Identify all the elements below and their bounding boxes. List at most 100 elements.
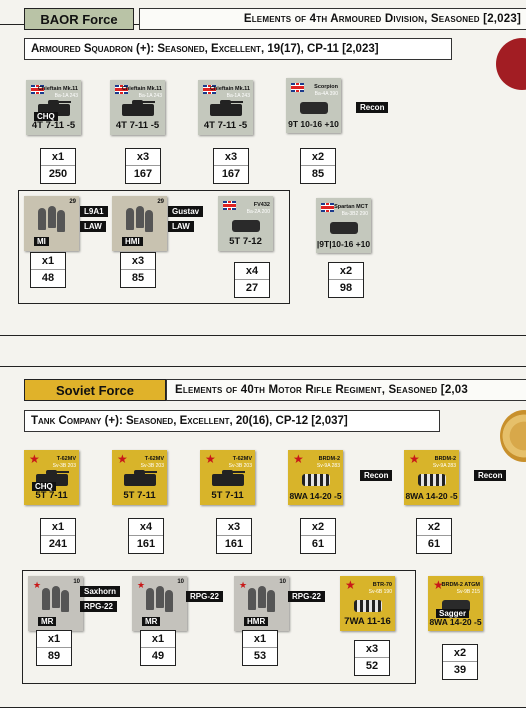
unit-points-box: x1 241 <box>40 518 76 554</box>
chieftain-counter-chq: Chieftain Mk.11 Ba-1A 243 CHQ 4T 7-11 -5 <box>26 80 81 135</box>
infantry-icon <box>122 204 156 232</box>
weapon-tag: Gustav <box>168 206 204 217</box>
unit-code: Sv-3B 203 <box>140 463 164 469</box>
unit-name: Scorpion <box>314 84 338 90</box>
infantry-icon <box>38 584 72 612</box>
unit-points: 89 <box>47 650 61 662</box>
unit-points: 98 <box>339 282 353 294</box>
unit-points-box: x2 39 <box>442 644 478 680</box>
unit-code: Ba-2A 200 <box>246 209 270 215</box>
unit-name: BRDM-2 <box>318 456 340 462</box>
unit-code: Ba-1A 243 <box>54 93 78 99</box>
unit-qty: x1 <box>41 149 75 166</box>
brdm2-counter: ★ BRDM-2 Sv-9A 283 8WA 14-20 -5 <box>404 450 459 505</box>
tank-icon <box>124 470 157 486</box>
unit-name: BRDM-2 <box>434 456 456 462</box>
unit-name: FV432 <box>253 202 270 208</box>
unit-points: 161 <box>224 538 244 550</box>
t62mv-counter-chq: ★ T-62MV Sv-3B 203 CHQ 5T 7-11 <box>24 450 79 505</box>
chieftain-counter: Chieftain Mk.11 Ba-1A 243 4T 7-11 -5 <box>198 80 253 135</box>
weapon-tag: RPG-22 <box>288 591 325 602</box>
unit-label: MR <box>142 617 161 626</box>
uk-flag-icon <box>115 85 128 94</box>
unit-name: Spartan MCT <box>334 204 368 210</box>
tank-icon <box>122 100 155 116</box>
unit-points-box: x1 49 <box>140 630 176 666</box>
weapon-tag: RPG-22 <box>80 601 117 612</box>
tank-icon <box>210 100 243 116</box>
infantry-group-box <box>22 570 416 684</box>
unit-points-box: x2 85 <box>300 148 336 184</box>
unit-points-box: x1 250 <box>40 148 76 184</box>
recon-tag: Recon <box>474 470 507 481</box>
uk-flag-icon <box>291 83 304 92</box>
unit-code: Sv-6B 190 <box>368 589 392 595</box>
unit-code: Sv-9A 283 <box>432 463 456 469</box>
weapon-tag: LAW <box>168 221 194 232</box>
unit-code: Ba-1A 243 <box>138 93 162 99</box>
unit-name: T-62MV <box>144 456 164 462</box>
scorpion-counter: Scorpion Ba-4A 390 9T 10-16 +10 <box>286 78 341 133</box>
unit-code: Ba-4A 390 <box>314 91 338 97</box>
hmr-counter: ★ 10 HMR <box>234 576 289 631</box>
hmi-counter: 29 HMI <box>112 196 167 251</box>
scout-car-icon <box>418 474 446 486</box>
red-star-icon: ★ <box>137 580 146 590</box>
mr-counter: ★ 10 MR <box>132 576 187 631</box>
unit-qty: x3 <box>126 149 160 166</box>
unit-points: 52 <box>365 660 379 672</box>
red-star-icon: ★ <box>345 578 356 592</box>
unit-qty: x4 <box>235 263 269 280</box>
spartan-counter: Spartan MCT Ba-3B2 290 |9T|10-16 +10 <box>316 198 371 253</box>
unit-qty: x3 <box>121 253 155 270</box>
unit-name: BTR-70 <box>372 582 392 588</box>
unit-qty: x3 <box>217 519 251 536</box>
chieftain-counter: Chieftain Mk.11 Ba-1A 243 4T 7-11 -5 <box>110 80 165 135</box>
unit-number: 29 <box>69 199 76 205</box>
unit-points: 85 <box>131 272 145 284</box>
unit-qty: x1 <box>31 253 65 270</box>
recon-tag: Recon <box>360 470 393 481</box>
unit-points: 27 <box>245 282 259 294</box>
infantry-group-box <box>18 190 290 304</box>
unit-label: HMI <box>122 237 143 246</box>
unit-stats: 9T 10-16 +10 <box>288 119 339 129</box>
red-star-icon: ★ <box>433 578 444 592</box>
unit-label: MI <box>34 237 49 246</box>
unit-points: 167 <box>221 168 241 180</box>
unit-qty: x2 <box>301 149 335 166</box>
unit-stats: |9T|10-16 +10 <box>316 239 371 249</box>
recon-tag: Recon <box>356 102 389 113</box>
baor-subtitle: Armoured Squadron (+): Seasoned, Excelle… <box>24 38 452 60</box>
unit-points-box: x1 89 <box>36 630 72 666</box>
unit-points-box: x3 52 <box>354 640 390 676</box>
chq-tag: CHQ <box>32 482 56 491</box>
unit-label: HMR <box>244 617 269 626</box>
brdm2-atgm-counter: ★ BRDM-2 ATGM Sv-9B 215 Sagger 8WA 14-20… <box>428 576 483 631</box>
baor-title: Elements of 4th Armoured Division, Seaso… <box>139 8 526 30</box>
unit-qty: x2 <box>443 645 477 662</box>
unit-code: Sv-9B 215 <box>456 589 480 595</box>
unit-stats: 8WA 14-20 -5 <box>289 491 342 501</box>
unit-points: 61 <box>311 538 325 550</box>
unit-points: 39 <box>453 664 467 676</box>
unit-stats: 5T 7-12 <box>229 236 262 247</box>
soviet-subtitle: Tank Company (+): Seasoned, Excellent, 2… <box>24 410 440 432</box>
unit-points-box: x2 61 <box>300 518 336 554</box>
unit-points-box: x3 161 <box>216 518 252 554</box>
unit-number: 10 <box>73 579 80 585</box>
unit-qty: x3 <box>355 641 389 658</box>
weapon-tag: L9A1 <box>80 206 108 217</box>
mr-counter: ★ 10 MR <box>28 576 83 631</box>
red-star-icon: ★ <box>33 580 42 590</box>
unit-stats: 5T 7-11 <box>123 490 156 501</box>
unit-name: Chieftain Mk.11 <box>121 86 162 92</box>
unit-code: Sv-3B 203 <box>228 463 252 469</box>
unit-points: 167 <box>133 168 153 180</box>
sagger-tag: Sagger <box>436 609 470 618</box>
mi-counter: 29 MI <box>24 196 79 251</box>
uk-flag-icon <box>223 201 236 210</box>
unit-qty: x1 <box>41 519 75 536</box>
unit-qty: x4 <box>129 519 163 536</box>
weapon-tag: RPG-22 <box>186 591 223 602</box>
